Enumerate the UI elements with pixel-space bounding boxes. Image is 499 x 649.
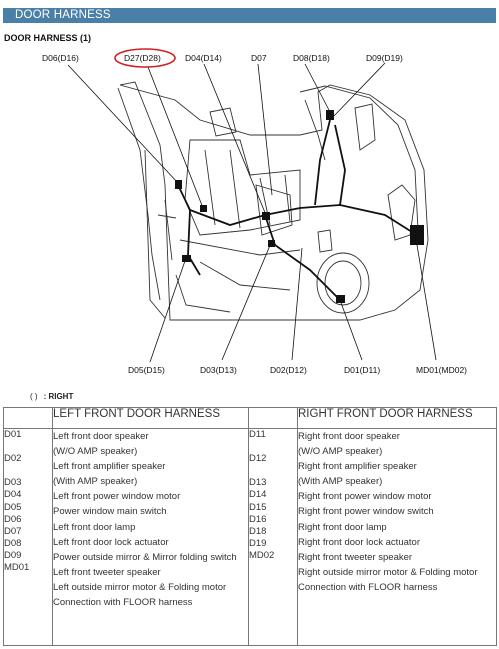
label-md01: MD01(MD02) [416, 365, 467, 375]
description: (With AMP speaker) [298, 476, 383, 488]
code [4, 441, 52, 453]
left-harness-header: LEFT FRONT DOOR HARNESS [52, 407, 249, 429]
label-d03: D03(D13) [200, 365, 237, 375]
right-descriptions: Right front door speaker (W/O AMP speake… [297, 428, 497, 646]
connector-md01 [410, 225, 424, 245]
connector-d06 [175, 180, 182, 189]
connector-d05 [182, 255, 191, 262]
code: D11 [249, 429, 266, 440]
code: D05 [4, 501, 22, 513]
description: Connection with FLOOR harness [53, 597, 193, 609]
description: Right front amplifier speaker [298, 461, 417, 473]
table-body-row: D01 D02 D03 D04 D05 D06 D07 D08 D09 MD01… [3, 428, 497, 646]
label-d01: D01(D11) [344, 365, 380, 375]
code: D04 [4, 489, 22, 501]
code [4, 465, 52, 477]
description: Right front door lock actuator [298, 536, 420, 548]
code: D06 [4, 513, 22, 525]
code: D12 [249, 453, 267, 465]
code: D16 [249, 513, 267, 525]
label-d04: D04(D14) [185, 53, 222, 63]
label-d09: D09(D19) [366, 53, 403, 63]
description: Left front power window motor [53, 491, 181, 503]
connector-d01 [336, 295, 345, 303]
code: D01 [4, 429, 22, 440]
description: Right front power window switch [298, 506, 434, 518]
right-harness-header: RIGHT FRONT DOOR HARNESS [297, 407, 497, 429]
code: D13 [249, 477, 267, 489]
connector-d04 [262, 212, 270, 220]
connector-d03 [268, 240, 275, 247]
code: D15 [249, 501, 267, 513]
code [249, 465, 297, 477]
code: D09 [4, 549, 22, 561]
description: Left front tweeter speaker [53, 566, 161, 578]
description: Left outside mirror motor & Folding moto… [53, 581, 227, 593]
description: Right front door lamp [298, 521, 387, 533]
label-d07: D07 [251, 53, 267, 63]
door-harness-diagram: D06(D16) D27(D28) D04(D14) D07 D08(D18) … [42, 48, 467, 375]
code: D19 [249, 537, 267, 549]
description: Right front power window motor [298, 491, 432, 503]
right-codes: D11 D12 D13 D14 D15 D16 D18 D19 MD02 [248, 428, 298, 646]
left-codes: D01 D02 D03 D04 D05 D06 D07 D08 D09 MD01 [3, 428, 53, 646]
speaker-outline [316, 252, 370, 314]
description: Power window main switch [53, 506, 167, 518]
harness-bundle [177, 184, 413, 233]
left-descriptions: Left front door speaker (W/O AMP speaker… [52, 428, 249, 646]
code: MD01 [4, 562, 30, 574]
door-inner-frame [144, 149, 166, 319]
description: Left front door lamp [53, 521, 136, 533]
title-bar: DOOR HARNESS [3, 8, 496, 23]
code [249, 441, 297, 453]
description: (W/O AMP speaker) [298, 446, 383, 458]
connector-d08 [326, 110, 334, 120]
connector-d27 [200, 205, 207, 212]
harness-table: LEFT FRONT DOOR HARNESS RIGHT FRONT DOOR… [3, 407, 497, 646]
door-outline [119, 81, 429, 321]
description: Right outside mirror motor & Folding mot… [298, 566, 478, 578]
description: Connection with FLOOR harness [298, 581, 438, 593]
section-title: DOOR HARNESS (1) [4, 33, 92, 43]
label-d27: D27(D28) [124, 53, 161, 63]
code: D18 [249, 525, 267, 537]
code: D08 [4, 537, 22, 549]
label-d06: D06(D16) [42, 53, 79, 63]
code: D14 [249, 489, 267, 501]
label-d05: D05(D15) [128, 365, 165, 375]
description: Left front amplifier speaker [53, 461, 166, 473]
description: Left front door speaker [53, 431, 149, 442]
table-header-row: LEFT FRONT DOOR HARNESS RIGHT FRONT DOOR… [3, 407, 497, 429]
code: D07 [4, 525, 22, 537]
description: (W/O AMP speaker) [53, 446, 138, 458]
code: MD02 [249, 549, 275, 561]
label-d08: D08(D18) [293, 53, 330, 63]
description: (With AMP speaker) [53, 476, 138, 488]
description: Power outside mirror & Mirror folding sw… [53, 551, 237, 563]
page-title: DOOR HARNESS [15, 9, 111, 21]
description: Left front door lock actuator [53, 536, 169, 548]
legend-paren: ( ) [30, 392, 38, 401]
highlight-circle [114, 48, 176, 68]
legend-text: : RIGHT [43, 392, 74, 401]
description: Right front door speaker [298, 431, 400, 442]
label-d02: D02(D12) [270, 365, 307, 375]
description: Right front tweeter speaker [298, 551, 413, 563]
legend: ( ) : RIGHT [30, 392, 73, 401]
code: D02 [4, 453, 22, 465]
code: D03 [4, 477, 22, 489]
